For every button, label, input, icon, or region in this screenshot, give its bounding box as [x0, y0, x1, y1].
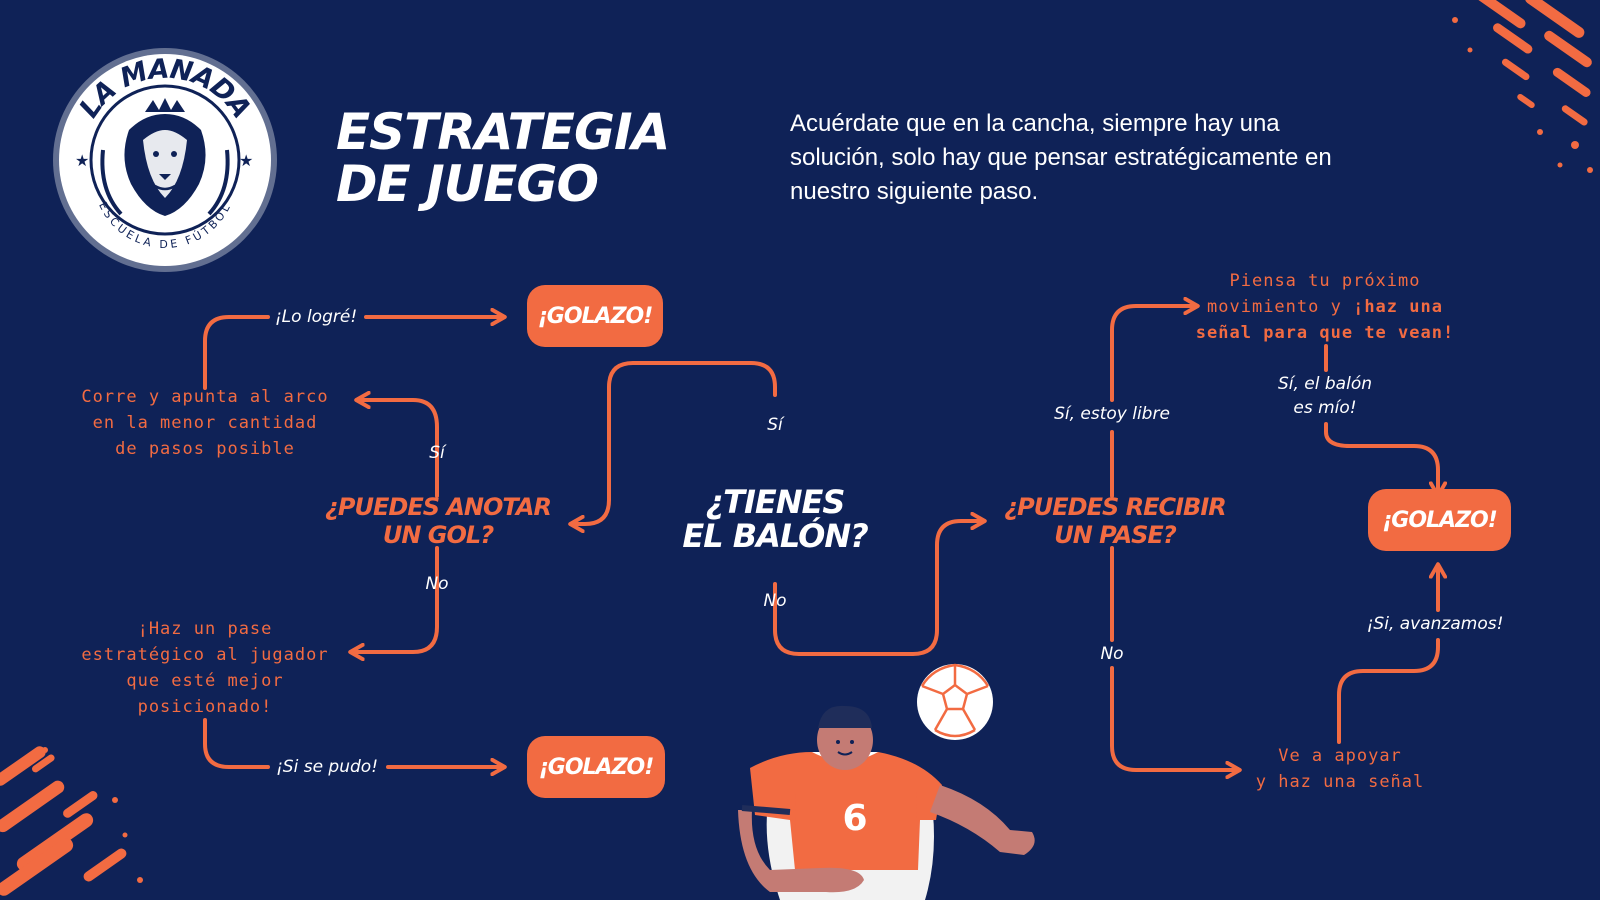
node-piensa-line2-bold: ¡haz una	[1353, 297, 1443, 317]
question-puedes-anotar: ¿PUEDES ANOTAR UN GOL?	[303, 493, 573, 549]
question-puedes-anotar-line1: ¿PUEDES ANOTAR	[325, 493, 552, 521]
page-title: ESTRATEGIA DE JUEGO	[336, 103, 670, 213]
node-piensa-line3-bold: señal para que te vean!	[1195, 323, 1455, 343]
edge-center-no	[773, 521, 983, 656]
logo-badge: ★ ★	[53, 48, 277, 272]
node-piensa-line2: movimiento y	[1207, 297, 1354, 317]
label-balon-mio: Sí, el balón es mío!	[1270, 372, 1380, 420]
svg-text:★: ★	[75, 151, 89, 170]
node-ve-a-apoyar-line2: y haz una señal	[1255, 772, 1425, 792]
question-puedes-recibir: ¿PUEDES RECIBIR UN PASE?	[980, 493, 1250, 549]
edge-right-no	[1110, 546, 1238, 770]
node-corre-line1: Corre y apunta al arco	[81, 387, 329, 407]
label-si-estoy-libre: Sí, estoy libre	[1054, 404, 1170, 424]
node-haz-pase-line3: que esté mejor	[126, 671, 284, 691]
label-yes-left: Sí	[429, 443, 445, 463]
label-lo-logre: ¡Lo logré!	[274, 307, 358, 327]
lion-crest-icon	[124, 98, 206, 216]
node-corre: Corre y apunta al arco en la menor canti…	[70, 384, 340, 462]
goal-pill-top: ¡GOLAZO!	[527, 285, 663, 347]
soccer-player-icon: 6	[738, 705, 1035, 900]
edge-avanzamos	[1337, 566, 1438, 744]
question-puedes-anotar-line2: UN GOL?	[382, 521, 494, 549]
question-puedes-recibir-line1: ¿PUEDES RECIBIR	[1004, 493, 1226, 521]
label-si-se-pudo: ¡Si se pudo!	[275, 757, 379, 777]
node-haz-pase-line4: posicionado!	[137, 697, 273, 717]
node-ve-a-apoyar: Ve a apoyar y haz una señal	[1220, 743, 1460, 795]
label-no-left: No	[425, 574, 449, 594]
label-no-right: No	[1100, 644, 1124, 664]
edge-si-se-pudo	[203, 718, 270, 769]
soccer-ball-icon	[917, 663, 993, 740]
node-ve-a-apoyar-line1: Ve a apoyar	[1278, 746, 1402, 766]
edge-right-yes	[1110, 306, 1196, 498]
node-corre-line2: en la menor cantidad	[92, 413, 318, 433]
svg-text:★: ★	[239, 151, 253, 170]
title-line-1: ESTRATEGIA	[336, 103, 670, 161]
edge-lo-logre	[203, 315, 270, 390]
node-piensa-line1: Piensa tu próximo	[1229, 271, 1421, 291]
label-balon-mio-line2: es mío!	[1293, 398, 1357, 418]
intro-text: Acuérdate que en la cancha, siempre hay …	[790, 110, 1332, 205]
jersey-number: 6	[842, 798, 867, 839]
edge-balon-mio	[1324, 344, 1438, 494]
label-avanzamos: ¡Si, avanzamos!	[1366, 614, 1504, 634]
node-haz-pase-line2: estratégico al jugador	[81, 645, 329, 665]
label-balon-mio-line1: Sí, el balón	[1277, 374, 1372, 394]
edge-left-no	[352, 546, 439, 652]
question-tienes-balon-line2: EL BALÓN?	[682, 517, 868, 555]
label-no-center: No	[763, 591, 787, 611]
edge-left-yes	[358, 400, 439, 498]
halftone-top-right	[1452, 0, 1593, 173]
question-puedes-recibir-line2: UN PASE?	[1054, 521, 1177, 549]
node-corre-line3: de pasos posible	[115, 439, 295, 459]
edge-center-yes	[572, 361, 777, 524]
goal-pill-right: ¡GOLAZO!	[1368, 489, 1511, 551]
node-haz-pase: ¡Haz un pase estratégico al jugador que …	[70, 616, 340, 720]
label-yes-center: Sí	[767, 415, 783, 435]
question-tienes-balon: ¿TIENES EL BALÓN?	[660, 485, 890, 553]
node-piensa: Piensa tu próximo movimiento y ¡haz una …	[1190, 268, 1460, 346]
node-haz-pase-line1: ¡Haz un pase	[137, 619, 273, 639]
halftone-bottom-left	[0, 746, 143, 896]
goal-pill-bottom: ¡GOLAZO!	[527, 736, 665, 798]
question-tienes-balon-line1: ¿TIENES	[705, 483, 846, 521]
title-line-2: DE JUEGO	[336, 155, 599, 213]
